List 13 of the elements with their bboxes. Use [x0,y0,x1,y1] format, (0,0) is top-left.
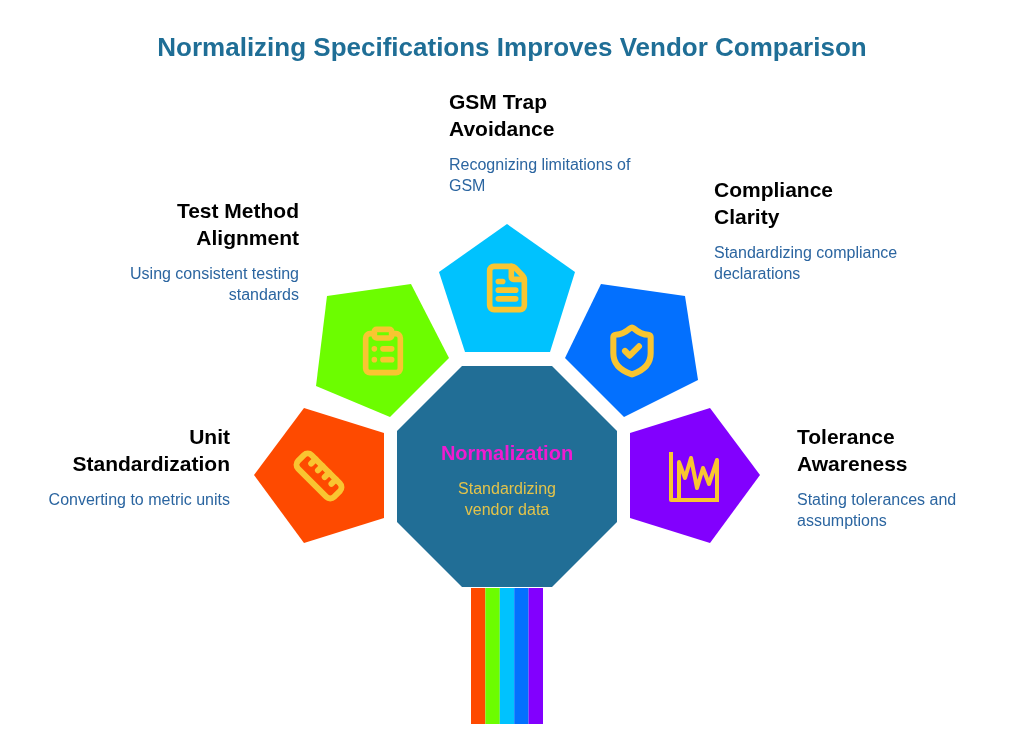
center-description: Standardizing vendor data [457,479,557,520]
step-heading: GSM Trap Avoidance [449,89,556,142]
center-heading: Normalization [440,441,574,466]
step-description: Standardizing compliance declarations [714,243,899,284]
step-description: Stating tolerances and assumptions [797,490,958,531]
step-description: Converting to metric units [48,490,230,510]
step-heading: Test Method Alignment [175,198,299,251]
diagram-title: Normalizing Specifications Improves Vendor Comparison [156,31,868,64]
step-heading: Tolerance Awareness [797,424,909,477]
step-description: Using consistent testing standards [129,264,299,305]
step-heading: Compliance Clarity [714,177,835,230]
step-description: Recognizing limitations of GSM [449,155,632,196]
step-heading: Unit Standardization [71,424,230,477]
